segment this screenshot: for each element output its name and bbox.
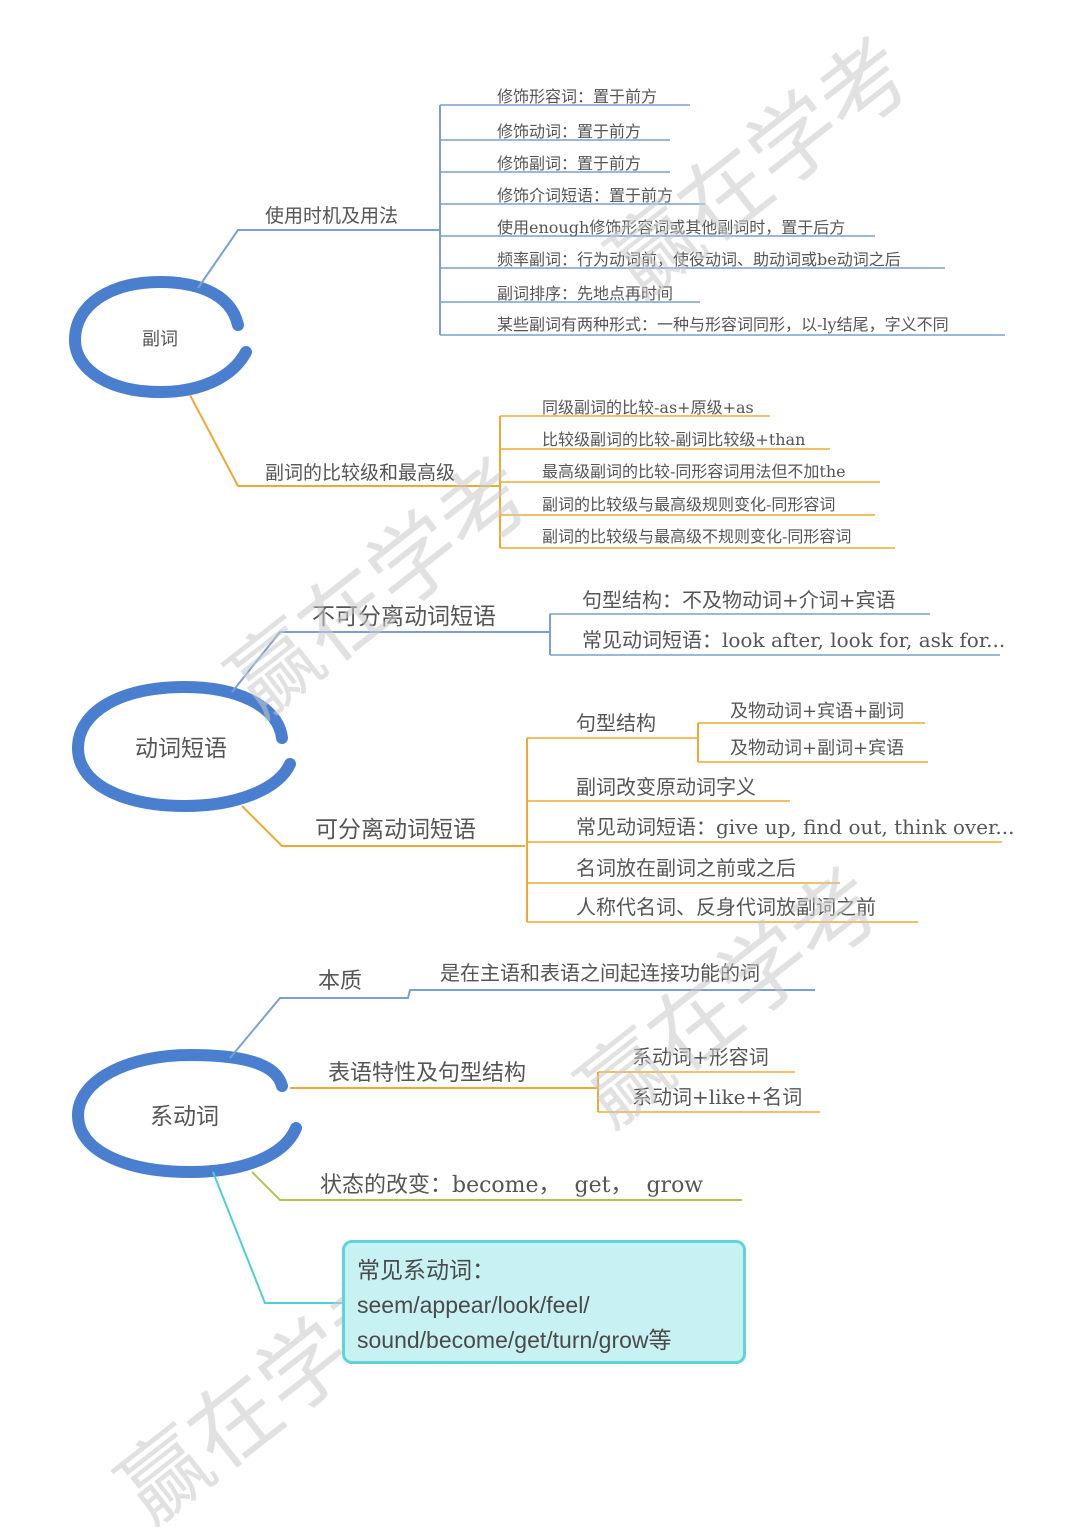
adverb-comparison-label: 副词的比较级和最高级 <box>265 462 455 484</box>
adverb-usage-item: 修饰形容词：置于前方 <box>497 87 657 106</box>
adverb-usage-item: 修饰介词短语：置于前方 <box>497 186 673 205</box>
adverb-comparison-item: 副词的比较级与最高级规则变化-同形容词 <box>542 495 835 514</box>
adverb-usage-branch: 使用时机及用法 修饰形容词：置于前方 修饰动词：置于前方 修饰副词：置于前方 修… <box>197 87 1005 336</box>
linking-predicative-label: 表语特性及句型结构 <box>328 1061 526 1086</box>
linking-center-node: 系动词 <box>71 1048 302 1179</box>
section-phrasal-verbs: 动词短语 不可分离动词短语 句型结构：不及物动词+介词+宾语 常见动词短语：lo… <box>71 588 1014 923</box>
phrasal-separable-item: 人称代名词、反身代词放副词之前 <box>576 895 876 919</box>
linking-change-branch: 状态的改变：become， get， grow <box>251 1171 742 1201</box>
phrasal-separable-label: 可分离动词短语 <box>315 817 476 843</box>
adverb-comparison-item: 最高级副词的比较-同形容词用法但不加the <box>542 462 846 481</box>
adverb-usage-item: 副词排序：先地点再时间 <box>497 284 673 303</box>
adverb-usage-item: 某些副词有两种形式：一种与形容词同形，以-ly结尾，字义不同 <box>497 315 949 334</box>
linking-predicative-branch: 表语特性及句型结构 系动词+形容词 系动词+like+名词 <box>290 1045 820 1113</box>
linking-center-label: 系动词 <box>150 1104 219 1130</box>
phrasal-structure-item: 及物动词+副词+宾语 <box>730 738 904 759</box>
adverb-center-node: 副词 <box>68 275 252 399</box>
common-linking-verbs-box: 常见系动词： seem/appear/look/feel/ sound/beco… <box>342 1240 746 1364</box>
linking-change-label: 状态的改变：become， get， grow <box>320 1173 703 1198</box>
phrasal-center-label: 动词短语 <box>135 736 227 762</box>
common-linking-line: sound/become/get/turn/grow等 <box>357 1327 672 1353</box>
phrasal-separable-branch: 可分离动词短语 句型结构 及物动词+宾语+副词 及物动词+副词+宾语 副词改变原… <box>241 701 1014 923</box>
common-linking-line: seem/appear/look/feel/ <box>357 1292 590 1318</box>
adverb-comparison-branch: 副词的比较级和最高级 同级副词的比较-as+原级+as 比较级副词的比较-副词比… <box>189 394 895 549</box>
phrasal-inseparable-label: 不可分离动词短语 <box>312 604 496 630</box>
adverb-usage-item: 使用enough修饰形容词或其他副词时，置于后方 <box>497 218 845 237</box>
linking-essence-branch: 本质 是在主语和表语之间起连接功能的词 <box>229 961 815 1059</box>
phrasal-inseparable-item: 句型结构：不及物动词+介词+宾语 <box>582 588 896 612</box>
adverb-usage-item: 频率副词：行为动词前，使役动词、助动词或be动词之后 <box>497 250 901 269</box>
phrasal-structure-item: 及物动词+宾语+副词 <box>730 701 904 722</box>
linking-common-branch <box>212 1171 343 1304</box>
linking-predicative-item: 系动词+形容词 <box>632 1045 769 1069</box>
linking-essence-label: 本质 <box>318 969 362 994</box>
phrasal-separable-item: 名词放在副词之前或之后 <box>576 856 796 880</box>
phrasal-center-node: 动词短语 <box>71 680 296 813</box>
adverb-usage-item: 修饰动词：置于前方 <box>497 122 641 141</box>
section-adverb: 副词 使用时机及用法 修饰形容词：置于前方 修饰动词：置于前方 修饰副词：置于前… <box>68 87 1005 549</box>
linking-essence-item: 是在主语和表语之间起连接功能的词 <box>440 961 760 985</box>
adverb-usage-label: 使用时机及用法 <box>265 205 398 227</box>
phrasal-structure-label: 句型结构 <box>576 711 656 735</box>
common-linking-line: 常见系动词： <box>357 1257 495 1283</box>
adverb-usage-item: 修饰副词：置于前方 <box>497 154 641 173</box>
section-linking-verbs: 系动词 本质 是在主语和表语之间起连接功能的词 表语特性及句型结构 系动词+形容… <box>71 961 820 1304</box>
phrasal-separable-item: 常见动词短语：give up, find out, think over... <box>576 815 1014 839</box>
phrasal-separable-item: 副词改变原动词字义 <box>576 775 756 799</box>
adverb-comparison-item: 副词的比较级与最高级不规则变化-同形容词 <box>542 527 851 546</box>
adverb-comparison-item: 比较级副词的比较-副词比较级+than <box>542 430 805 449</box>
adverb-comparison-item: 同级副词的比较-as+原级+as <box>542 398 754 417</box>
adverb-center-label: 副词 <box>142 329 178 350</box>
linking-predicative-item: 系动词+like+名词 <box>632 1085 802 1109</box>
phrasal-inseparable-branch: 不可分离动词短语 句型结构：不及物动词+介词+宾语 常见动词短语：look af… <box>231 588 1005 693</box>
phrasal-inseparable-item: 常见动词短语：look after, look for, ask for... <box>582 628 1005 652</box>
